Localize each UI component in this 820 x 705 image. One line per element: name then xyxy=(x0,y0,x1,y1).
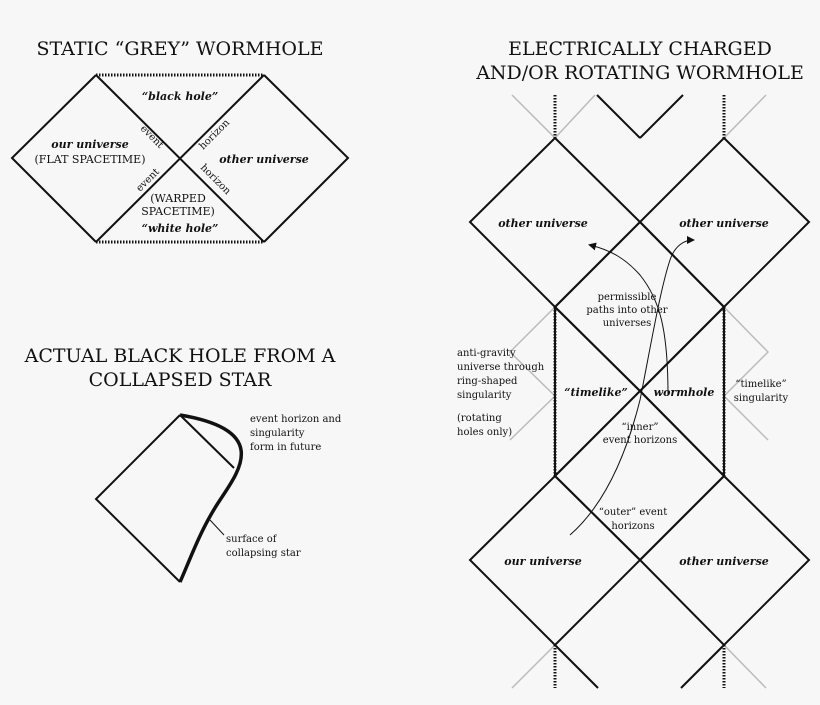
outer-horizon-note-line2: horizons xyxy=(611,521,654,532)
our-universe-boundary xyxy=(10,74,97,243)
warped-spacetime-line1: (WARPED xyxy=(150,192,206,205)
horizon-label-upper: horizon xyxy=(197,117,232,152)
grey-right-side xyxy=(722,306,770,441)
antigravity-note-line3: ring-shaped xyxy=(457,376,518,387)
collapsed-star-title-line1: ACTUAL BLACK HOLE FROM A xyxy=(24,345,336,367)
surface-pointer-line xyxy=(209,519,225,536)
antigravity-note-line2: universe through xyxy=(457,362,545,373)
collapsing-star-surface xyxy=(178,413,243,583)
horizon-note-line1: event horizon and xyxy=(250,414,342,425)
grey-extension xyxy=(723,94,767,139)
rotating-note-line1: (rotating xyxy=(457,413,502,424)
grey-left-side xyxy=(508,306,557,441)
path-to-upper-left-universe xyxy=(588,242,669,396)
inner-horizon-note-line1: “inner” xyxy=(621,422,658,433)
rotating-wormhole-title-line2: AND/OR ROTATING WORMHOLE xyxy=(475,62,804,84)
grey-extension xyxy=(554,94,596,139)
other-universe-label: other universe xyxy=(219,153,309,166)
static-wormhole-title: STATIC “GREY” WORMHOLE xyxy=(37,38,324,60)
path-to-upper-right-universe xyxy=(569,236,695,536)
other-universe-top-right: other universe xyxy=(679,217,769,230)
horizon-note-line2: singularity xyxy=(250,428,305,439)
horizon-line xyxy=(639,94,684,139)
grey-extension xyxy=(511,94,556,139)
antigravity-note-line1: anti-gravity xyxy=(457,348,516,359)
horizon-line xyxy=(596,94,641,139)
paths-note-line2: paths into other xyxy=(586,305,667,316)
event-label-upper: event xyxy=(138,123,166,151)
other-universe-boundary xyxy=(263,74,350,243)
collapsed-star-panel: ACTUAL BLACK HOLE FROM A COLLAPSED STAR … xyxy=(24,345,342,583)
other-universe-bottom-right: other universe xyxy=(679,555,769,568)
black-hole-label: “black hole” xyxy=(142,90,218,103)
warped-spacetime-line2: SPACETIME) xyxy=(141,205,215,218)
inner-horizon-note-line2: event horizons xyxy=(603,435,677,446)
rotating-wormhole-title-line1: ELECTRICALLY CHARGED xyxy=(508,38,772,60)
horizon-line xyxy=(640,560,683,688)
horizon-line xyxy=(554,644,599,689)
lower-horizon-diamond xyxy=(553,389,726,562)
surface-note-line2: collapsing star xyxy=(226,548,301,559)
white-hole-label: “white hole” xyxy=(142,222,219,235)
collapse-diagram-left-edge xyxy=(94,414,181,583)
antigravity-note-line4: singularity xyxy=(457,390,512,401)
timelike-singularity-note-line2: singularity xyxy=(734,393,789,404)
rotating-wormhole-panel: ELECTRICALLY CHARGED AND/OR ROTATING WOR… xyxy=(457,38,811,689)
our-universe-label: our universe xyxy=(51,138,129,151)
event-horizon-b xyxy=(95,74,265,243)
grey-extension xyxy=(511,644,556,689)
collapsed-star-title-line2: COLLAPSED STAR xyxy=(89,369,272,391)
wormhole-label: wormhole xyxy=(654,386,715,399)
other-universe-top-left: other universe xyxy=(498,217,588,230)
timelike-center-label: “timelike” xyxy=(564,386,628,399)
static-wormhole-panel: STATIC “GREY” WORMHOLE “black hole” “whi… xyxy=(10,38,350,244)
paths-note-line3: universes xyxy=(603,318,652,329)
flat-spacetime-label: (FLAT SPACETIME) xyxy=(35,153,146,166)
timelike-singularity-note-line1: “timelike” xyxy=(735,379,786,390)
horizon-line xyxy=(680,644,725,689)
our-universe-label-right: our universe xyxy=(504,555,582,568)
surface-note-line1: surface of xyxy=(226,534,278,545)
rotating-note-line2: holes only) xyxy=(457,427,512,438)
collapse-event-horizon xyxy=(179,414,235,469)
outer-horizon-note-line1: “outer” event xyxy=(599,507,668,518)
grey-extension xyxy=(723,644,767,689)
horizon-note-line3: form in future xyxy=(250,442,321,453)
paths-note-line1: permissible xyxy=(598,292,657,303)
